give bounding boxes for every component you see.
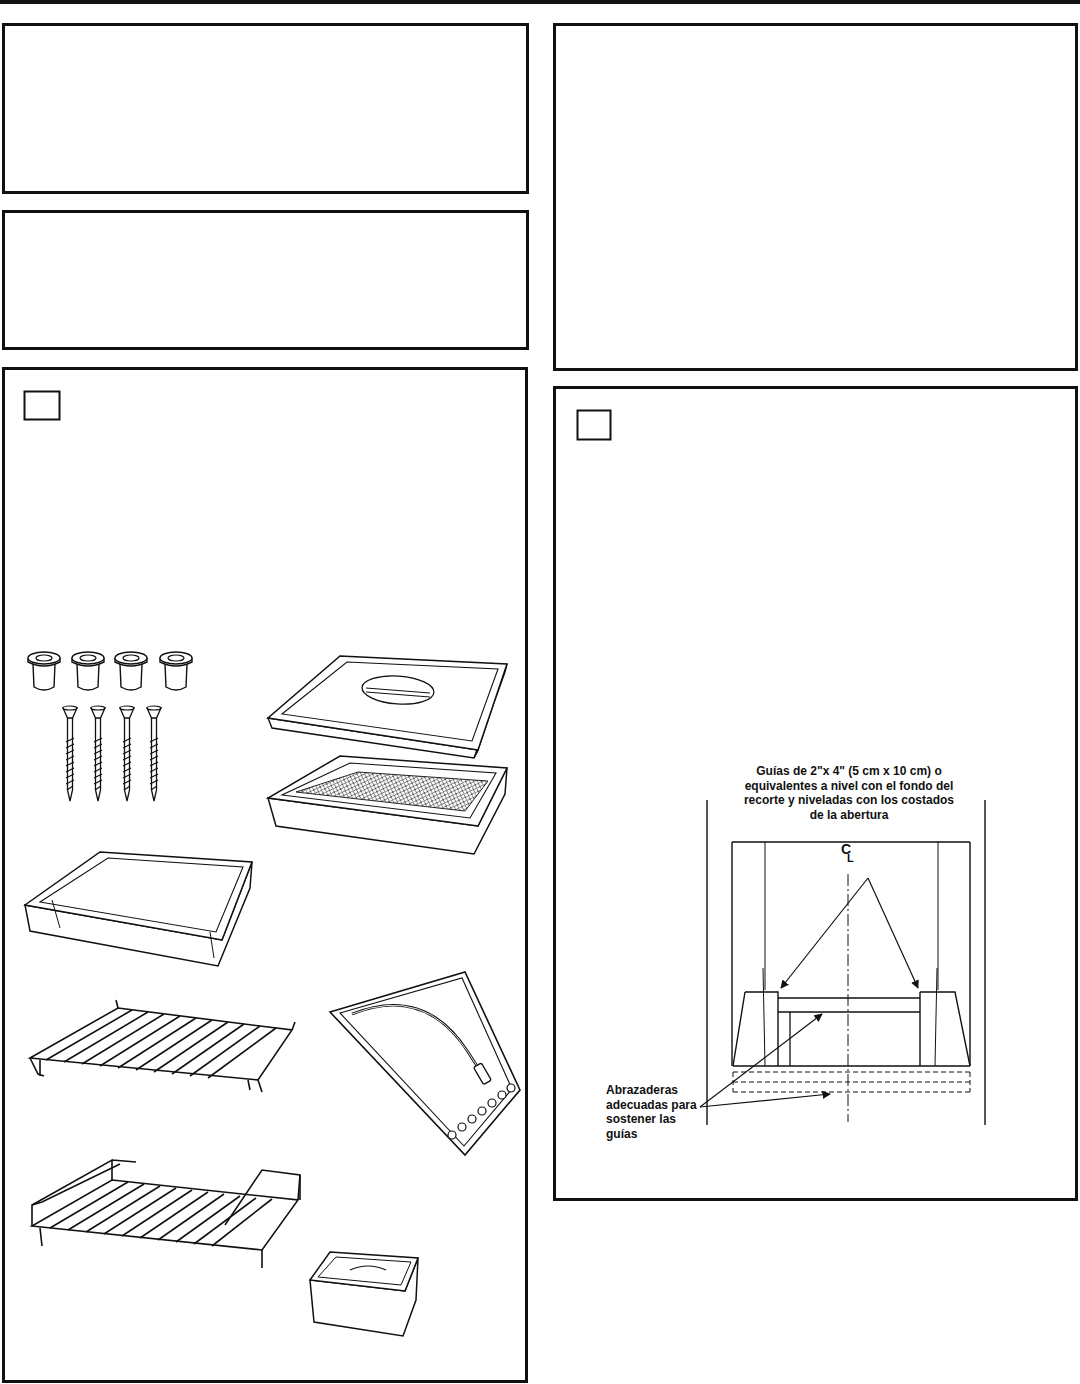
- opening-diagram-part: [733, 1065, 970, 1067]
- parts-illustration-part: [340, 978, 512, 1146]
- parts-illustration-part-part: [46, 1010, 276, 1078]
- parts-illustration-part: [352, 1005, 486, 1080]
- page-frame-part: [25, 392, 60, 420]
- parts-illustration-part-part: [458, 1123, 466, 1131]
- parts-illustration-part: [282, 763, 496, 818]
- parts-illustration-part: [63, 706, 77, 801]
- parts-illustration-part: [268, 656, 507, 750]
- parts-illustration-part: [28, 652, 60, 690]
- page-frame-part: [4, 369, 527, 1382]
- opening-diagram-part: [781, 878, 868, 988]
- parts-illustration-part-part: [498, 1091, 506, 1099]
- parts-illustration-part: [25, 852, 252, 940]
- opening-diagram-part: [700, 1094, 830, 1107]
- parts-illustration-part: [366, 688, 430, 697]
- parts-illustration-part: [330, 972, 520, 1155]
- parts-illustration-part-part: [32, 1164, 120, 1205]
- parts-illustration-part-part: [488, 1099, 496, 1107]
- parts-illustration-part: [282, 662, 498, 741]
- parts-illustration-part-part: [507, 1084, 515, 1092]
- parts-illustration-part: [40, 858, 243, 932]
- guide-note: Guías de 2"x 4" (5 cm x 10 cm) o equival…: [742, 764, 956, 822]
- parts-illustration-part: [32, 1160, 300, 1268]
- parts-illustration-part: [296, 772, 488, 811]
- parts-illustration-part: [361, 674, 435, 707]
- parts-illustration-part: [52, 900, 214, 958]
- parts-illustration-part: [115, 652, 147, 690]
- opening-diagram-part: [700, 1014, 822, 1107]
- parts-illustration-part: [91, 706, 105, 801]
- parts-illustration-part: [474, 1063, 492, 1085]
- parts-illustration-part-part: [32, 1160, 300, 1226]
- parts-illustration-part: [352, 1005, 486, 1080]
- opening-diagram-part: [732, 842, 970, 1066]
- bracket-note: Abrazaderas adecuadas para sostener las …: [606, 1083, 700, 1141]
- parts-illustration-part: [310, 1252, 418, 1291]
- parts-illustration-part-part: [448, 1131, 456, 1139]
- parts-illustration-part-part: [30, 1008, 292, 1080]
- opening-diagram-part: [733, 1072, 970, 1092]
- parts-illustration-part-part: [40, 1175, 300, 1268]
- opening-diagram-part: [765, 842, 938, 990]
- page-frame-part: [4, 25, 528, 193]
- parts-illustration-part: [147, 706, 161, 801]
- parts-illustration-part: [318, 1257, 411, 1285]
- parts-illustration-part: [448, 1084, 515, 1139]
- parts-illustration-part: [350, 1266, 386, 1270]
- page-frame-part: [555, 25, 1077, 370]
- page-frame-part: [4, 212, 528, 349]
- parts-illustration-part-part: [478, 1107, 486, 1115]
- parts-illustration-part: [268, 756, 507, 826]
- parts-illustration: [25, 652, 520, 1336]
- page-frame-part: [0, 0, 1080, 4]
- opening-diagram-part: [707, 800, 985, 1125]
- parts-illustration-part: [120, 706, 134, 801]
- opening-diagram: [700, 800, 985, 1125]
- parts-illustration-part-part: [50, 1182, 272, 1246]
- parts-illustration-part: [72, 652, 104, 690]
- parts-illustration-part: [160, 652, 192, 690]
- parts-illustration-part: [30, 1000, 295, 1092]
- parts-illustration-part-part: [32, 1180, 298, 1250]
- page-frame-part: [578, 411, 611, 440]
- opening-diagram-part: [848, 874, 849, 1122]
- opening-diagram-part: [763, 968, 937, 1066]
- centerline-symbol: L: [847, 853, 854, 864]
- parts-illustration-part-part: [468, 1115, 476, 1123]
- page-frame-part: [555, 388, 1077, 1200]
- opening-diagram-part: [868, 878, 918, 988]
